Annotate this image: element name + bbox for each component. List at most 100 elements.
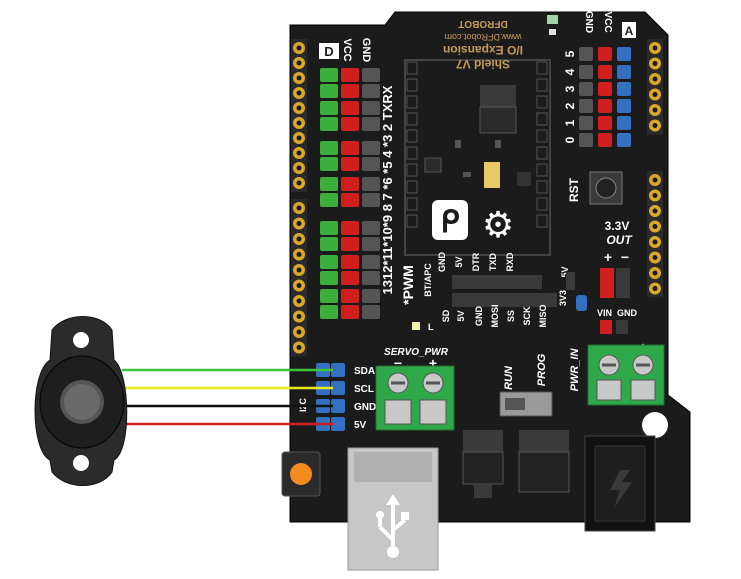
digital-vcc-label: VCC [341, 38, 353, 61]
digital-signal-pin [320, 141, 338, 155]
bt-apc-label: BT/APC [423, 263, 433, 297]
right-header-upper-hole-center [652, 92, 658, 97]
spi-label: SD [441, 309, 451, 322]
bee-pin-right [536, 197, 548, 211]
spi-label: MISO [538, 304, 548, 327]
bee-label: RXD [505, 252, 515, 272]
led-label: L [428, 322, 434, 332]
analog-vcc-pin [598, 65, 612, 79]
analog-vcc-pin [598, 133, 612, 147]
right-header-lower-hole-center [652, 255, 658, 260]
regulator-body [479, 106, 517, 134]
reset-button-cap[interactable] [595, 177, 617, 199]
power-out-plus: + [604, 249, 612, 265]
analog-vcc-pin [598, 47, 612, 61]
spi-label: MOSI [490, 304, 500, 327]
left-header-upper-hole-center [296, 135, 302, 141]
digital-signal-pin [320, 101, 338, 115]
left-header-upper-hole-center [296, 60, 302, 66]
diode-body [518, 451, 570, 493]
digital-vcc-pin [341, 255, 359, 269]
bee-pin-left [406, 197, 418, 211]
analog-vcc-pin [598, 116, 612, 130]
digital-signal-pin [320, 271, 338, 285]
digital-gnd-pin [362, 193, 380, 207]
sensor-button-cap[interactable] [64, 384, 100, 420]
vin-pin [600, 320, 612, 334]
analog-signal-pin [617, 116, 631, 130]
bee-pin-left [406, 129, 418, 143]
board-url: www.DFRobot.com [444, 32, 522, 42]
bee-pin-right [536, 180, 548, 194]
servo-minus: − [394, 355, 402, 371]
iic-label: GND [354, 402, 376, 413]
right-header-lower-hole-center [652, 208, 658, 214]
power-led-2 [549, 29, 556, 35]
digital-gnd-pin [362, 141, 380, 155]
analog-signal-pin [617, 99, 631, 113]
left-header-lower-hole-center [296, 345, 302, 350]
left-header-upper-hole-center [296, 180, 302, 186]
digital-vcc-pin [341, 305, 359, 319]
analog-letter: A [625, 24, 634, 38]
bee-label: DTR [471, 252, 481, 271]
smd-chip-2 [517, 172, 531, 186]
left-header-lower-hole-center [296, 205, 302, 211]
right-header-lower-hole-center [652, 224, 658, 229]
iic-header-pins [316, 363, 345, 431]
right-header-upper-hole-center [652, 61, 658, 66]
left-header-lower-hole-center [296, 314, 302, 319]
bee-pin-right [536, 112, 548, 126]
right-header-lower [647, 171, 663, 298]
power-out-minus-pin [616, 268, 630, 298]
digital-signal-pin [320, 255, 338, 269]
servo-pwr-label: SERVO_PWR [384, 347, 449, 358]
digital-letter-box [319, 43, 339, 59]
spi-label: 5V [456, 310, 466, 321]
analog-gnd-pin [579, 65, 593, 79]
orange-button[interactable] [290, 463, 312, 485]
digital-gnd-pin [362, 255, 380, 269]
dfrobot-logo [432, 200, 468, 240]
bee-pin-right [536, 146, 548, 160]
digital-gnd-pin [362, 271, 380, 285]
digital-signal-pin [320, 289, 338, 303]
digital-gnd-pin [362, 68, 380, 82]
regulator-tab [480, 85, 516, 107]
analog-signal-pin [617, 133, 631, 147]
digital-signal-pin [320, 221, 338, 235]
mounting-hole [642, 412, 668, 438]
left-header-lower-hole-center [296, 236, 302, 242]
lower-regulator-leg [474, 484, 492, 498]
iic-label: 5V [354, 420, 367, 431]
power-led [547, 15, 558, 24]
bee-pin-left [406, 112, 418, 126]
digital-vcc-pin [341, 289, 359, 303]
analog-vcc-label: VCC [602, 11, 613, 32]
usb-icon [376, 494, 409, 558]
digital-gnd-pin [362, 117, 380, 131]
digital-signal-pin [320, 237, 338, 251]
left-header-lower-hole-center [296, 267, 302, 273]
digital-vcc-pin [341, 117, 359, 131]
run-prog-switch-knob[interactable] [505, 398, 525, 410]
pwm-label: *PWM [400, 265, 416, 305]
board-name-line1: I/O Expansion [443, 43, 523, 57]
right-header-lower-hole-center [652, 239, 658, 245]
digital-letter: D [324, 44, 333, 59]
spi-label: SS [506, 310, 516, 322]
digital-signal-pin [320, 157, 338, 171]
v3-label: 3V3 [558, 290, 568, 306]
right-header-upper-hole-center [652, 45, 658, 51]
bee-pin-left [406, 95, 418, 109]
reset-label: RST [567, 177, 581, 202]
digital-vcc-pin [341, 271, 359, 285]
lightning-icon [610, 470, 632, 508]
iic-pin [331, 381, 345, 395]
iic-label: SCL [354, 384, 374, 395]
servo-plus: + [429, 355, 437, 371]
left-header-upper-hole-center [296, 90, 302, 96]
